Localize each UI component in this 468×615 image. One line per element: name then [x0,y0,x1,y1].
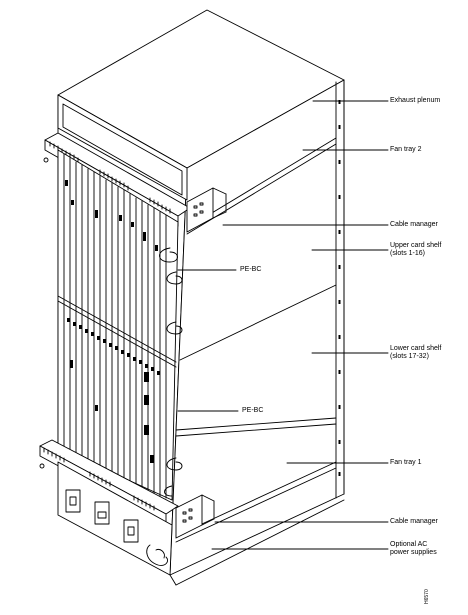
optional-ac-title: Optional AC [390,541,428,548]
cable-manager-bottom [175,494,215,539]
figure-id: H6570 [424,589,430,604]
upper-card-shelf-label: Upper card shelf (slots 1-16) [390,242,441,258]
pe-bc-lower-label: PE-BC [242,407,264,414]
exhaust-plenum-label: Exhaust plenum [390,97,441,104]
power-supplies-title: power supplies [390,549,437,556]
card-cage [57,149,183,501]
chassis-body [57,9,345,586]
optional-ac-power-supplies-label: Optional AC power supplies [390,541,437,557]
cable-manager-bottom-label: Cable manager [390,518,438,525]
upper-card-shelf-slots: (slots 1-16) [390,250,426,257]
lower-card-shelf-slots: (slots 17-32) [390,353,429,360]
exhaust-plenum [57,94,188,201]
fan-tray-1-label: Fan tray 1 [390,459,422,466]
lower-card-shelf-label: Lower card shelf (slots 17-32) [390,345,441,361]
lower-card-shelf-title: Lower card shelf [390,345,442,352]
cable-manager-top [186,187,227,233]
fan-tray-2-label: Fan tray 2 [390,146,422,153]
pe-bc-upper-label: PE-BC [240,266,262,273]
leader-lines [177,100,389,550]
cable-manager-top-label: Cable manager [390,221,438,228]
upper-card-shelf-title: Upper card shelf [390,242,442,249]
power-supplies [57,461,173,576]
